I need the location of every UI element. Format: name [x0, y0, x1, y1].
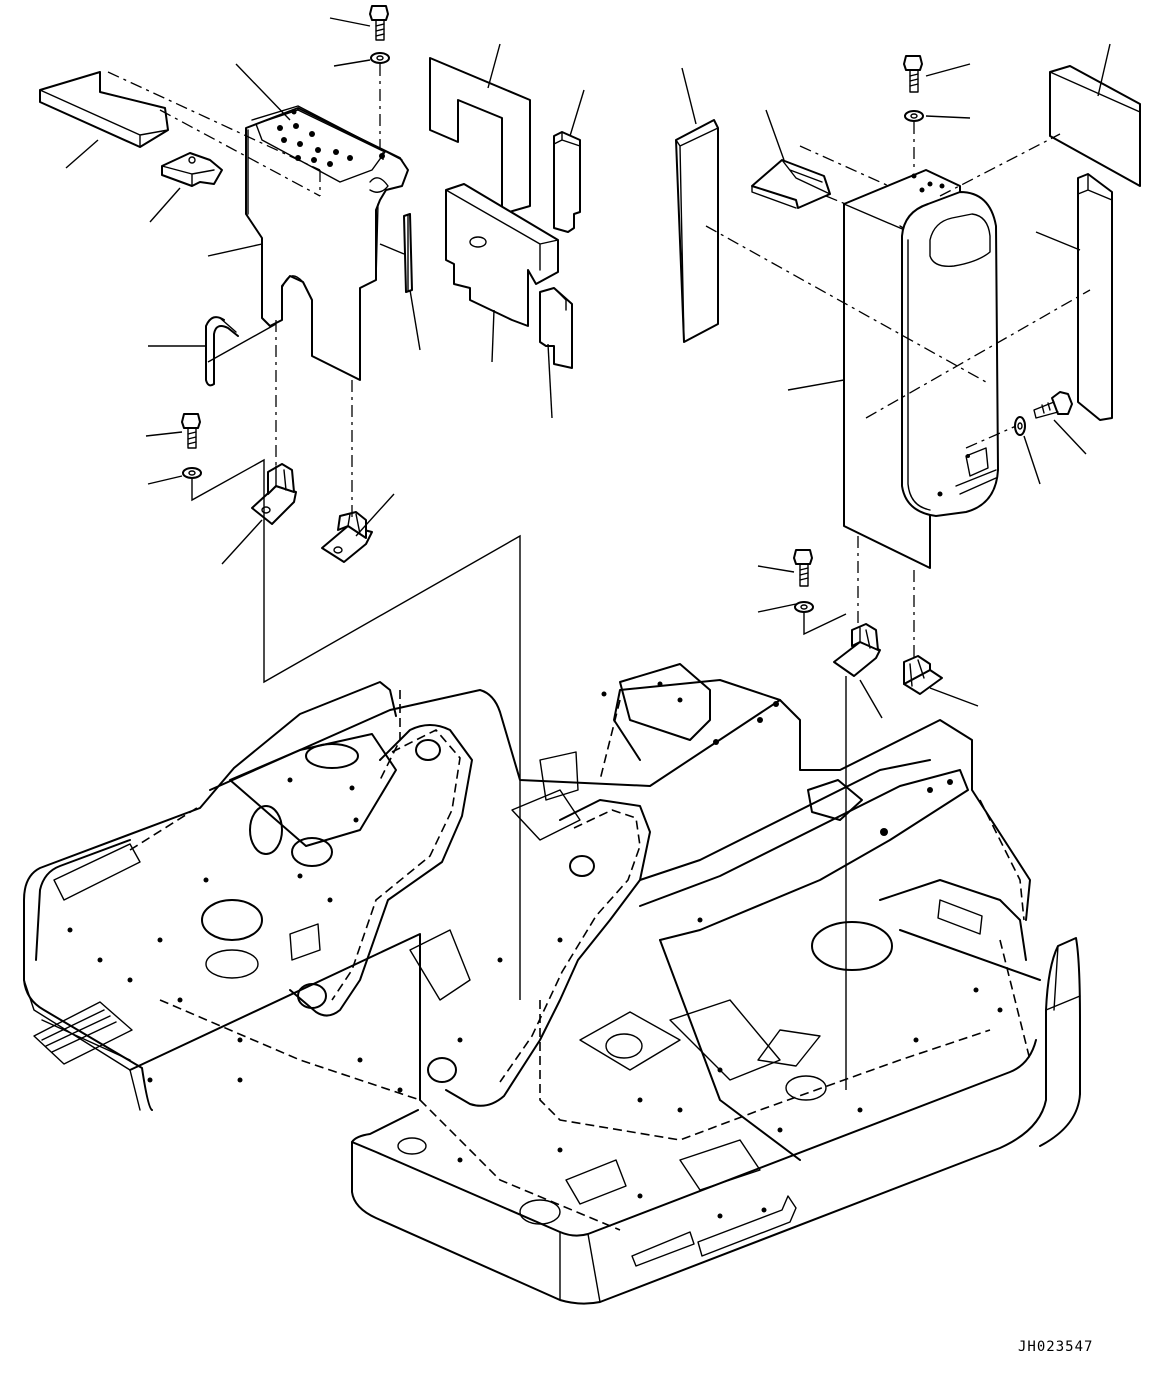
right-side-bolt [1033, 391, 1073, 419]
callout-leaders [65, 17, 1111, 719]
left-bracket-b [321, 511, 373, 563]
left-top-bolt [369, 5, 389, 41]
right-door-panel [901, 191, 999, 517]
left-lower-washer [182, 467, 202, 479]
right-flat-pad [1049, 65, 1141, 187]
right-top-washer [904, 110, 924, 122]
right-long-strip [1077, 173, 1113, 421]
left-u-insulator [429, 57, 531, 215]
left-clamp [205, 316, 239, 387]
right-lower-washer [794, 601, 814, 613]
left-lower-bolt [181, 413, 201, 449]
right-bracket-a [833, 623, 881, 677]
left-top-washer [370, 52, 390, 64]
right-side-washer [1014, 416, 1026, 436]
right-bracket-b [903, 655, 943, 695]
revolving-frame [23, 663, 1081, 1305]
left-upper-cover [245, 105, 409, 381]
right-tall-strip [675, 119, 719, 343]
right-lower-bolt [793, 549, 813, 587]
left-cover-assembly [39, 5, 581, 1000]
right-small-wedge [751, 159, 831, 209]
left-stepped-insulator [445, 183, 559, 327]
left-insulator-strip [39, 71, 169, 148]
left-small-pad [539, 287, 573, 369]
left-thin-strip [403, 213, 413, 293]
left-small-block [161, 152, 223, 187]
drawing-id-label: JH023547 [1018, 1339, 1094, 1355]
right-top-bolt [903, 55, 923, 93]
left-narrow-block [553, 131, 581, 233]
right-cover-assembly [675, 55, 1141, 1090]
left-bracket-a [251, 463, 297, 525]
